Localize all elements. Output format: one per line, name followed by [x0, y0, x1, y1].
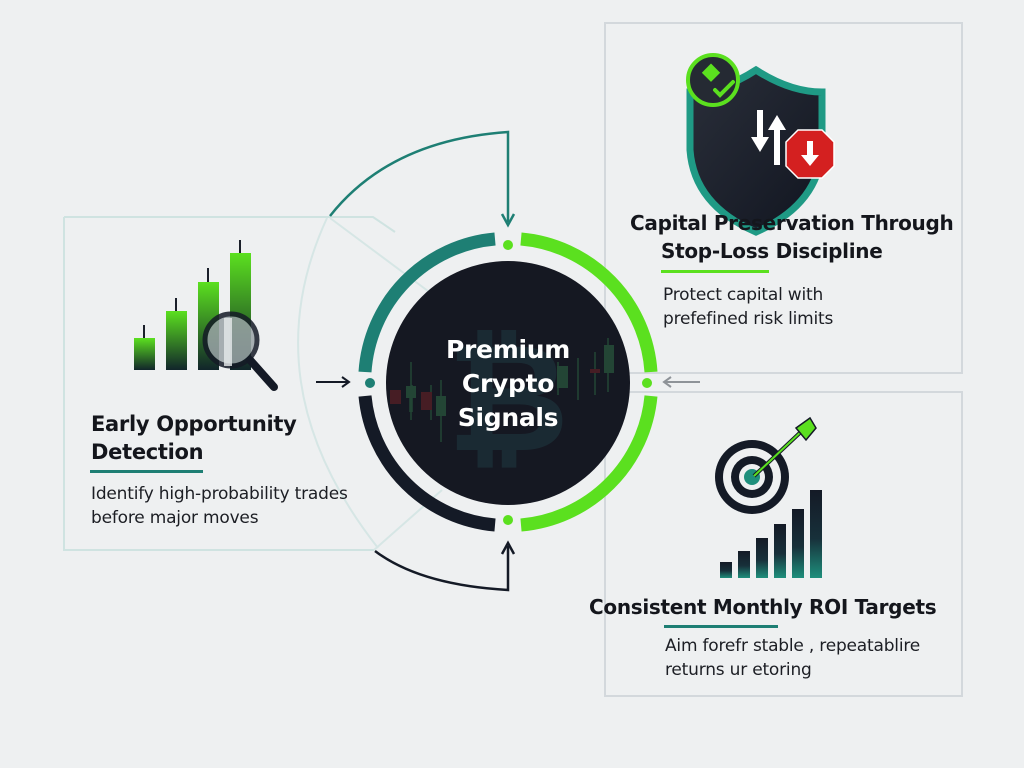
- card-desc-line-2: prefefined risk limits: [663, 309, 834, 329]
- ring-dot-left: [365, 378, 375, 388]
- card-description: Identify high-probability trades before …: [91, 482, 348, 530]
- shield-stop-loss-icon: [686, 53, 835, 236]
- card-title-line-1: Consistent Monthly ROI Targets: [589, 595, 937, 619]
- card-description: Protect capital with prefefined risk lim…: [663, 283, 833, 331]
- connector-bottom: [374, 546, 510, 592]
- hub-title-line-2: Crypto: [461, 369, 555, 398]
- card-title: Capital Preservation Through Stop-Loss D…: [630, 209, 954, 265]
- card-box-early-opportunity: [63, 216, 396, 551]
- card-title-line-2: Stop-Loss Discipline: [661, 239, 883, 263]
- guide-arc: [297, 217, 379, 549]
- card-box-capital-preservation: [604, 22, 963, 374]
- arrowhead-right-icon: [341, 376, 351, 388]
- bitcoin-candlestick-icon: ₿: [390, 312, 614, 486]
- card-accent-underline: [661, 270, 769, 273]
- card-desc-line-2: before major moves: [91, 508, 259, 528]
- arrow-down-icon: [751, 110, 769, 152]
- card-title: Early Opportunity Detection: [91, 410, 297, 466]
- candlestick-magnifier-icon: [134, 240, 278, 391]
- card-box-monthly-roi: [604, 391, 963, 697]
- hub-title-line-1: Premium: [446, 335, 570, 364]
- arrowhead-up-icon: [500, 540, 516, 555]
- hub-title-line-3: Signals: [457, 403, 559, 432]
- check-badge-icon: [686, 53, 740, 107]
- card-desc-line-1: Protect capital with: [663, 285, 824, 305]
- ring-segment-top-right: [520, 232, 658, 373]
- card-accent-underline: [664, 625, 778, 628]
- connector-top: [329, 130, 510, 222]
- card-desc-line-1: Identify high-probability trades: [91, 484, 348, 504]
- guide-line-top: [329, 217, 441, 301]
- ring-segment-bottom-right: [520, 395, 658, 532]
- ring-segment-bottom-left: [358, 395, 496, 532]
- arrowhead-left-icon: [662, 376, 672, 388]
- target-bar-chart-icon: [715, 416, 822, 578]
- ring-dot-top: [503, 240, 513, 250]
- card-desc-line-1: Aim forefr stable , repeatablire: [665, 636, 921, 656]
- card-title-line-1: Early Opportunity: [91, 412, 297, 436]
- card-desc-line-2: returns ur etoring: [665, 660, 812, 680]
- card-title-line-2: Detection: [91, 440, 204, 464]
- card-title-line-1: Capital Preservation Through: [630, 211, 954, 235]
- ring-segment-top-left: [358, 232, 496, 373]
- card-title: Consistent Monthly ROI Targets: [589, 593, 937, 621]
- svg-text:₿: ₿: [447, 312, 569, 486]
- ring-dot-bottom: [503, 515, 513, 525]
- hub-ring: [358, 232, 658, 532]
- card-accent-underline: [90, 470, 203, 473]
- hub-title: Premium Crypto Signals: [398, 333, 618, 435]
- ring-dot-right: [642, 378, 652, 388]
- card-description: Aim forefr stable , repeatablire returns…: [665, 634, 920, 682]
- arrow-up-icon: [768, 115, 786, 165]
- arrowhead-down-icon: [500, 213, 516, 228]
- hub-disc: [386, 261, 630, 505]
